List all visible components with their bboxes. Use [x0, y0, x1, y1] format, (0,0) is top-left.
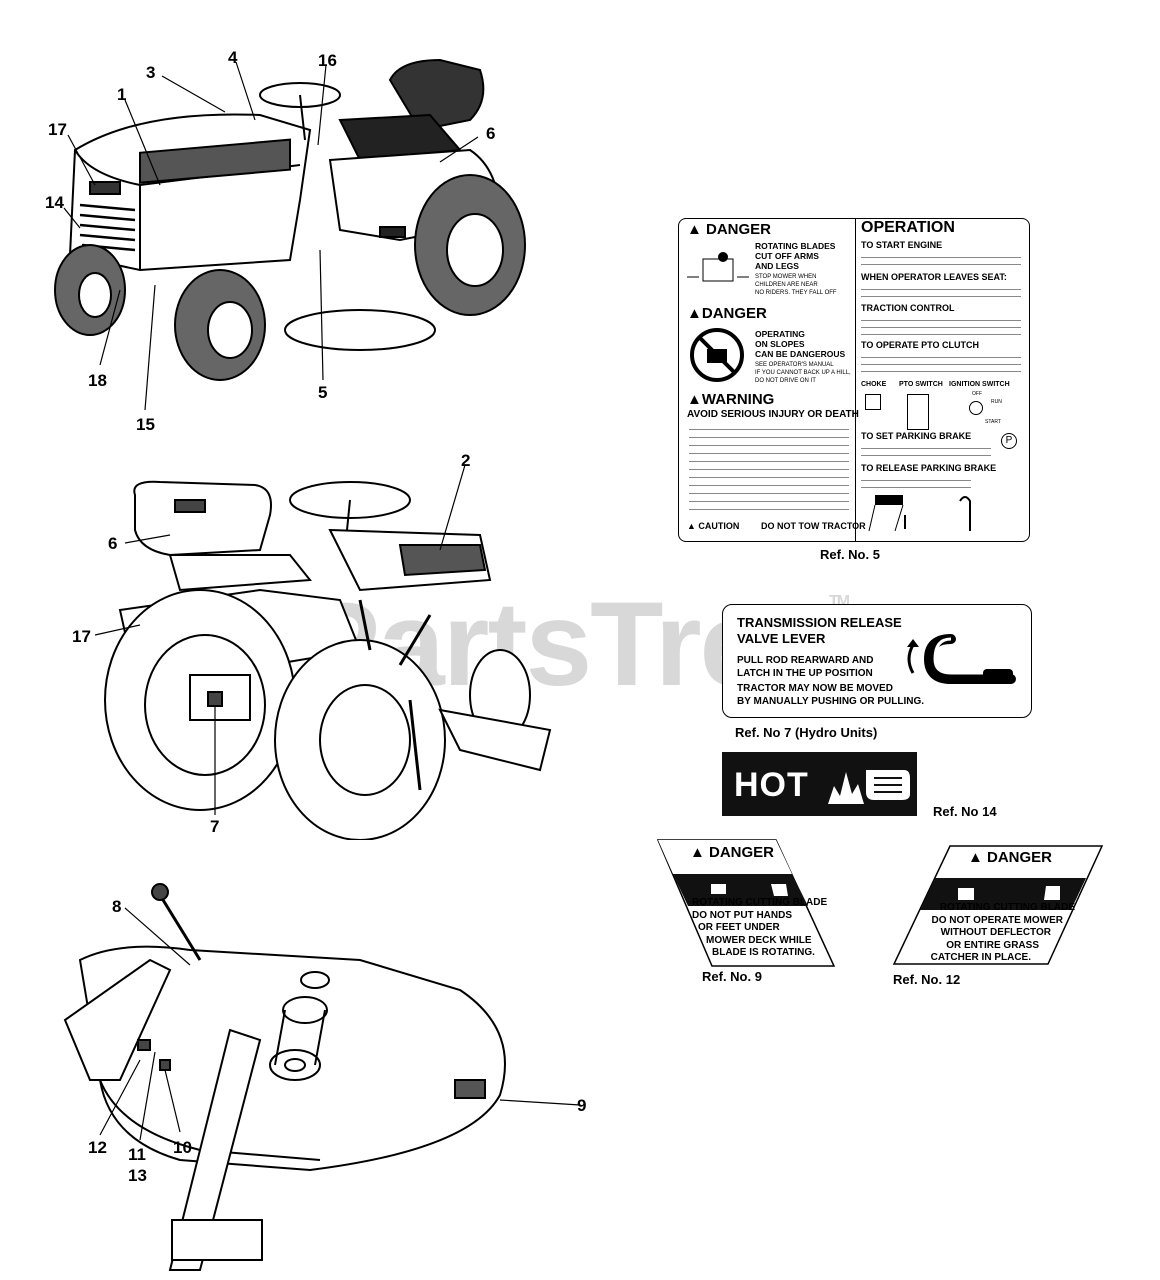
decal5-pto-fineprint — [861, 352, 1021, 372]
parking-brake-icon: P — [1001, 433, 1017, 449]
decal5-pto-switch-label: PTO SWITCH — [899, 381, 943, 388]
decal7-title2: VALVE LEVER — [737, 631, 826, 646]
decal7-line2: LATCH IN THE UP POSITION — [737, 668, 873, 679]
hot-hand-flame-icon — [828, 770, 910, 804]
decal5-danger1-header: ▲ DANGER — [687, 221, 772, 238]
decal12-text: ROTATING CUTTING BLADE DO NOT OPERATE MO… — [930, 902, 1075, 963]
decal5-set-brake: TO SET PARKING BRAKE — [861, 431, 972, 441]
callout-14: 14 — [45, 193, 64, 212]
ref-label-9: Ref. No. 9 — [702, 969, 762, 984]
decal5-start-fineprint — [861, 252, 1021, 266]
decal5-ignition-label: IGNITION SWITCH — [949, 381, 1010, 388]
callout-5: 5 — [318, 383, 328, 402]
decal5-operation-title: OPERATION — [861, 219, 955, 236]
decal5-when-leaves: WHEN OPERATOR LEAVES SEAT: — [861, 272, 1007, 282]
ignition-key-icon — [969, 401, 983, 415]
ref-label-12: Ref. No. 12 — [893, 972, 961, 987]
decal5-danger2-header: ▲DANGER — [687, 305, 767, 322]
decal5-warning-header: ▲WARNING — [687, 391, 775, 408]
decal-ref-14: HOT — [722, 752, 917, 816]
no-slope-pictogram — [690, 328, 744, 382]
callout-18: 18 — [88, 371, 107, 390]
decal7-line3: TRACTOR MAY NOW BE MOVED — [737, 683, 893, 694]
ref-label-14: Ref. No 14 — [933, 804, 997, 819]
callout-1: 1 — [117, 85, 127, 104]
callout-10: 10 — [173, 1138, 192, 1157]
decal5-warning-fineprint — [689, 424, 849, 516]
rider-blade-pictogram — [687, 252, 749, 282]
decal9-danger: ▲ DANGER — [690, 844, 775, 861]
ref-label-5: Ref. No. 5 — [820, 547, 880, 562]
decal7-title1: TRANSMISSION RELEASE — [737, 615, 902, 630]
decal5-brake-fineprint — [861, 443, 991, 457]
callout-7: 7 — [210, 817, 220, 836]
decal5-start-engine: TO START ENGINE — [861, 240, 943, 250]
decal5-release-fineprint — [861, 475, 971, 489]
pto-switch-icon — [907, 394, 929, 430]
decal5-traction-fineprint — [861, 315, 1021, 335]
decal-ref-9-shape — [656, 839, 836, 967]
tractor-rear-illustration — [94, 464, 552, 840]
decal-ref-12-shape — [892, 845, 1104, 965]
callout-4: 4 — [228, 48, 238, 67]
decal-ref-7: TRANSMISSION RELEASE VALVE LEVER PULL RO… — [722, 604, 1032, 718]
callout-9: 9 — [577, 1096, 587, 1115]
decal5-warning-text: AVOID SERIOUS INJURY OR DEATH — [687, 409, 859, 420]
callout-12: 12 — [88, 1138, 107, 1157]
decal5-divider — [855, 219, 856, 541]
callout-6a: 6 — [486, 124, 496, 143]
decal9-text: ROTATING CUTTING BLADE DO NOT PUT HANDS … — [692, 897, 828, 958]
release-lever-icon — [907, 634, 1016, 684]
choke-icon — [865, 394, 881, 410]
callout-2: 2 — [461, 451, 471, 470]
tractor-front-illustration — [54, 58, 526, 411]
mower-deck-illustration — [63, 883, 581, 1271]
decal5-leaves-fineprint — [861, 284, 1021, 300]
decal5-off: OFF — [972, 391, 982, 397]
decal5-choke-label: CHOKE — [861, 381, 887, 388]
callout-16: 16 — [318, 51, 337, 70]
callout-13: 13 — [128, 1166, 147, 1185]
callout-17a: 17 — [48, 120, 67, 139]
callout-15: 15 — [136, 415, 155, 434]
decal5-run: RUN — [991, 399, 1002, 405]
brake-pedal-pictogram — [868, 495, 971, 532]
callout-6b: 6 — [108, 534, 118, 553]
decal5-caution-text: DO NOT TOW TRACTOR — [761, 521, 866, 531]
hot-text: HOT — [734, 766, 809, 804]
decal5-pto: TO OPERATE PTO CLUTCH — [861, 340, 980, 350]
callout-11: 11 — [128, 1145, 146, 1164]
decal7-line4: BY MANUALLY PUSHING OR PULLING. — [737, 696, 925, 707]
decal7-line1: PULL ROD REARWARD AND — [737, 655, 874, 666]
decal5-start: START — [985, 419, 1001, 425]
ref-label-7: Ref. No 7 (Hydro Units) — [735, 725, 878, 740]
decal12-danger: ▲ DANGER — [968, 849, 1053, 866]
callout-8: 8 — [112, 897, 122, 916]
decal5-release-brake: TO RELEASE PARKING BRAKE — [861, 463, 997, 473]
decal5-caution: ▲ CAUTION — [687, 521, 740, 531]
callout-17b: 17 — [72, 627, 91, 646]
decal5-traction: TRACTION CONTROL — [861, 303, 955, 313]
callout-3: 3 — [146, 63, 156, 82]
